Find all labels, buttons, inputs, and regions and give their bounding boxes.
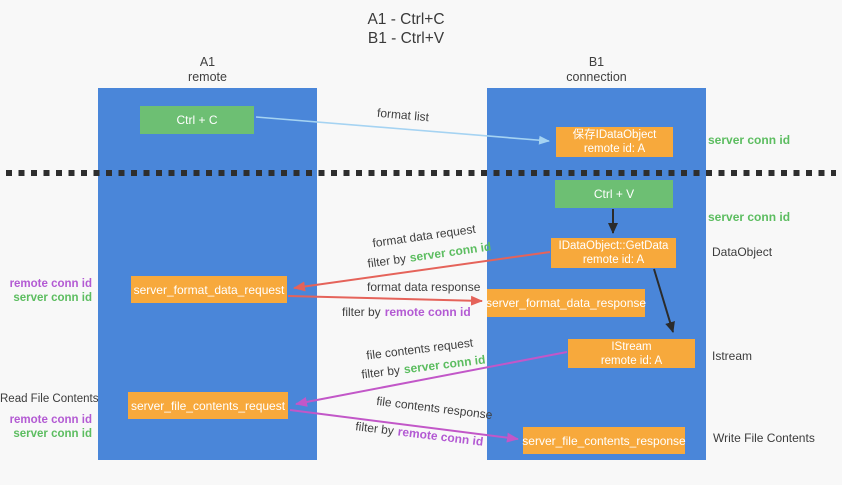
node-server-file-contents-response: server_file_contents_response	[522, 427, 686, 454]
filter-by-text: filter by	[360, 362, 401, 382]
node-server-format-data-request: server_format_data_request	[131, 276, 287, 303]
label-write-file-contents: Write File Contents	[713, 431, 815, 445]
node-ctrl-v: Ctrl + V	[555, 180, 673, 208]
lane-a-header: A1 remote	[98, 55, 317, 85]
arrow-format-data-response	[287, 295, 483, 306]
lane-b-name: B1	[588, 55, 605, 69]
lane-a-name: A1	[199, 55, 216, 69]
filter-by-text: filter by	[342, 305, 381, 319]
node-format-resp-label: server_format_data_response	[485, 296, 647, 310]
label-read-file-contents: Read File Contents	[0, 393, 99, 405]
label-istream: Istream	[712, 349, 753, 363]
node-server-file-contents-request: server_file_contents_request	[128, 392, 288, 419]
node-file-req-label: server_file_contents_request	[130, 398, 286, 413]
label-server-conn-id-left-2: server conn id	[13, 428, 92, 440]
node-save-line2: remote id: A	[583, 143, 646, 155]
lane-a-subtitle: remote	[188, 70, 227, 84]
node-format-req-label: server_format_data_request	[133, 282, 285, 297]
node-istream-line1: IStream	[611, 340, 652, 353]
diagram-title: A1 - Ctrl+C B1 - Ctrl+V	[306, 10, 506, 48]
node-file-resp-label: server_file_contents_response	[522, 433, 686, 448]
node-ctrl-v-label: Ctrl + V	[593, 187, 635, 201]
filter-by-text: filter by	[366, 251, 407, 271]
label-file-contents-response: file contents response	[375, 393, 494, 423]
node-save-line1: 保存IDataObject	[572, 129, 657, 141]
node-ctrl-c-label: Ctrl + C	[176, 113, 218, 127]
node-istream-line2: remote id: A	[600, 354, 663, 367]
node-idataobject-getdata: IDataObject::GetData remote id: A	[551, 238, 676, 268]
label-server-conn-id-left-1: server conn id	[13, 292, 92, 304]
left-conn-id-group-1: remote conn id server conn id	[0, 277, 92, 305]
node-save-idataobject: 保存IDataObject remote id: A	[556, 127, 673, 157]
node-getdata-line2: remote id: A	[582, 254, 645, 266]
label-format-data-response: format data response	[367, 280, 481, 294]
node-ctrl-c: Ctrl + C	[140, 106, 254, 134]
title-line-b1: B1 - Ctrl+V	[367, 30, 445, 47]
filter-by-text: filter by	[354, 419, 395, 438]
remote-conn-id-keyword: remote conn id	[396, 424, 485, 449]
label-remote-conn-id-left-1: remote conn id	[9, 278, 92, 290]
lane-b-subtitle: connection	[566, 70, 627, 84]
title-line-a1: A1 - Ctrl+C	[367, 11, 445, 28]
label-dataobject: DataObject	[712, 245, 773, 259]
label-format-list: format list	[376, 105, 430, 125]
left-conn-id-group-2: remote conn id server conn id	[0, 413, 92, 441]
node-istream: IStream remote id: A	[568, 339, 695, 368]
lane-b-header: B1 connection	[487, 55, 706, 85]
node-server-format-data-response: server_format_data_response	[485, 289, 647, 317]
label-remote-conn-id-left-2: remote conn id	[9, 414, 92, 426]
label-server-conn-id-right-mid: server conn id	[708, 210, 791, 224]
label-server-conn-id-right-top: server conn id	[708, 133, 791, 147]
node-getdata-line1: IDataObject::GetData	[558, 240, 669, 252]
remote-conn-id-keyword: remote conn id	[384, 305, 471, 319]
